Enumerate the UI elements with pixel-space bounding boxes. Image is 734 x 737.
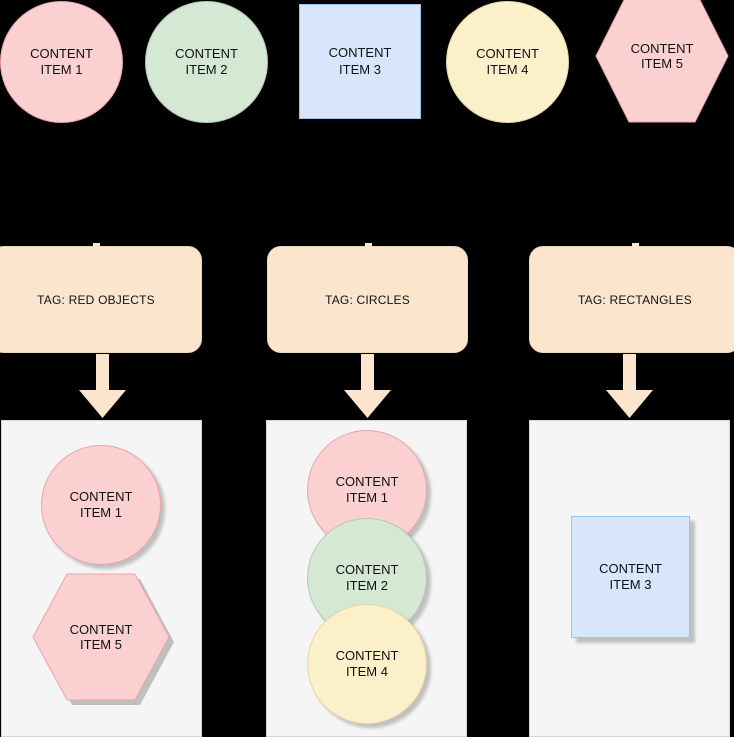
tag-rectangles-connector — [632, 243, 639, 249]
source-shape-item-2-label: CONTENT ITEM 2 — [175, 45, 238, 77]
grouped-shape-rect-item-3-label: CONTENT ITEM 3 — [599, 560, 662, 592]
arrow-down-icon-red-objects — [79, 354, 126, 418]
tag-red-objects-connector — [93, 243, 100, 249]
tag-circles-label: TAG: CIRCLES — [325, 292, 410, 307]
source-shape-item-1-label: CONTENT ITEM 1 — [30, 45, 93, 77]
grouped-shape-red-item-5[interactable]: CONTENT ITEM 5 — [32, 573, 174, 705]
grouped-shape-circle-item-4[interactable]: CONTENT ITEM 4 — [307, 604, 427, 724]
source-shape-item-5[interactable]: CONTENT ITEM 5 — [595, 0, 729, 123]
tag-rectangles-label: TAG: RECTANGLES — [578, 292, 692, 307]
source-shape-item-1[interactable]: CONTENT ITEM 1 — [0, 1, 123, 123]
grouped-shape-rect-item-3[interactable]: CONTENT ITEM 3 — [571, 516, 690, 638]
tag-rectangles[interactable]: TAG: RECTANGLES — [529, 246, 734, 353]
source-shape-item-4-label: CONTENT ITEM 4 — [476, 45, 539, 77]
grouped-shape-red-item-1[interactable]: CONTENT ITEM 1 — [41, 445, 161, 565]
source-shape-item-5-label: CONTENT ITEM 5 — [630, 41, 694, 71]
source-shape-item-4[interactable]: CONTENT ITEM 4 — [446, 1, 569, 123]
tag-circles[interactable]: TAG: CIRCLES — [267, 246, 468, 353]
tag-circles-connector — [364, 243, 372, 249]
grouped-shape-circle-item-1-label: CONTENT ITEM 1 — [335, 473, 399, 505]
source-shape-item-3-label: CONTENT ITEM 3 — [328, 45, 392, 77]
arrow-down-icon-rectangles — [606, 354, 653, 418]
arrow-down-icon-circles — [344, 354, 391, 418]
grouped-shape-circle-item-2-label: CONTENT ITEM 2 — [335, 561, 399, 593]
grouped-shape-red-item-5-label: CONTENT ITEM 5 — [69, 622, 133, 652]
grouped-shape-circle-item-4-label: CONTENT ITEM 4 — [335, 647, 399, 679]
hexagon-shape-icon — [595, 0, 729, 123]
source-shape-item-2[interactable]: CONTENT ITEM 2 — [145, 1, 268, 123]
tag-red-objects[interactable]: TAG: RED OBJECTS — [0, 246, 202, 353]
tag-red-objects-label: TAG: RED OBJECTS — [37, 292, 155, 307]
hexagon-shape-icon — [32, 573, 174, 705]
grouped-shape-red-item-1-label: CONTENT ITEM 1 — [69, 488, 133, 520]
source-shape-item-3[interactable]: CONTENT ITEM 3 — [299, 4, 421, 119]
